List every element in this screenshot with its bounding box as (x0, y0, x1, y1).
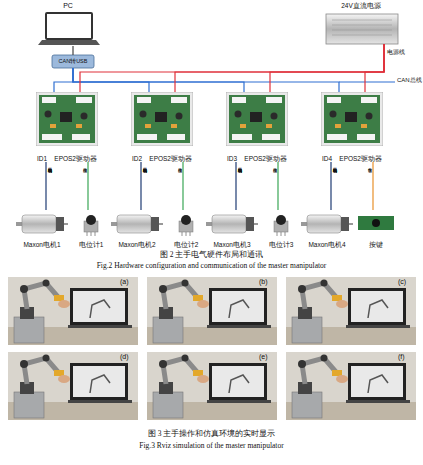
node-text: ID4 (322, 155, 332, 162)
motor: Maxon电机4 (301, 210, 353, 248)
node-text: CAN转USB (59, 58, 88, 64)
bus-label: CAN总线 (397, 77, 422, 84)
potentiometer-icons (84, 215, 288, 236)
driver-boards (36, 92, 383, 146)
panel-letter: (c) (398, 278, 406, 286)
power-wire (80, 44, 384, 92)
wire-label: 电源线 (387, 49, 405, 56)
node-text: EPOS2驱动器 (244, 155, 287, 162)
power-supply: 24V直流电源 (322, 2, 400, 44)
node-text: 按键 (369, 241, 383, 248)
driver-board: ID1 EPOS2驱动器 (36, 92, 98, 162)
node-text: 24V直流电源 (341, 2, 381, 9)
potentiometer: 电位计3 (264, 210, 298, 248)
node-text: Maxon电机1 (23, 241, 60, 248)
node-text: ID3 (227, 155, 237, 162)
potentiometer: 电位计2 (169, 210, 203, 248)
can-bus-wire (54, 68, 73, 92)
panel-letter: (f) (398, 353, 405, 361)
photo-panels (8, 277, 416, 420)
figure-caption: Fig.2 Hardware configuration and communi… (0, 261, 423, 270)
can-usb-adapter: CAN转USB (52, 55, 94, 68)
node-text: Maxon电机3 (213, 241, 250, 248)
panel-letter: (e) (259, 353, 268, 361)
node-text: EPOS2驱动器 (339, 155, 382, 162)
usb-cable (72, 46, 73, 55)
node-text: 电位计3 (269, 241, 294, 248)
laptop-icon (38, 13, 100, 45)
usb-adapter-icon (52, 55, 94, 68)
figure-caption: 图 3 主手操作和仿真环境的实时显示 (0, 429, 423, 438)
node-text: Maxon电机2 (118, 241, 155, 248)
signal-wire (372, 162, 373, 210)
node-text: ID2 (132, 155, 142, 162)
motor: Maxon电机1 (16, 210, 68, 248)
driver-board: ID2 EPOS2驱动器 (131, 92, 193, 162)
motor-cable (330, 162, 331, 210)
computer: PC (38, 2, 98, 46)
signal-wire (182, 162, 183, 210)
can-bus-wire (73, 68, 339, 92)
power-wire (270, 44, 384, 92)
motor: Maxon电机3 (206, 210, 258, 248)
potentiometer: 电位计1 (74, 210, 108, 248)
driver-board: ID4 EPOS2驱动器 (321, 92, 383, 162)
panel-letter: (b) (259, 278, 268, 286)
figure-caption: Fig.3 Rviz simulation of the master mani… (0, 441, 423, 450)
signal-wire (87, 162, 88, 210)
motor-cable (45, 162, 46, 210)
can-bus-wire (73, 68, 149, 92)
figure-caption: 图 2 主手电气硬件布局和通讯 (0, 250, 423, 259)
power-wire (175, 44, 384, 92)
power-supply-icon (326, 14, 398, 44)
node-text: Maxon电机4 (308, 241, 345, 248)
node-text: EPOS2驱动器 (54, 155, 97, 162)
panel-letter: (a) (120, 278, 129, 286)
node-text: ID1 (37, 155, 47, 162)
power-wire (365, 44, 384, 92)
node-text: PC (63, 2, 73, 10)
node-text: EPOS2驱动器 (149, 155, 192, 162)
panel-letter: (d) (120, 353, 129, 361)
signal-wire (277, 162, 278, 210)
motor-cable (235, 162, 236, 210)
motor: Maxon电机2 (111, 210, 163, 248)
push-button: 按键 (356, 210, 396, 248)
button-icon (358, 216, 394, 230)
node-text: 电位计1 (79, 241, 104, 248)
motor-cable (140, 162, 141, 210)
can-bus-stub (339, 81, 395, 82)
driver-board: ID3 EPOS2驱动器 (226, 92, 288, 162)
can-bus-wire (73, 68, 244, 92)
node-text: 电位计2 (174, 241, 199, 248)
